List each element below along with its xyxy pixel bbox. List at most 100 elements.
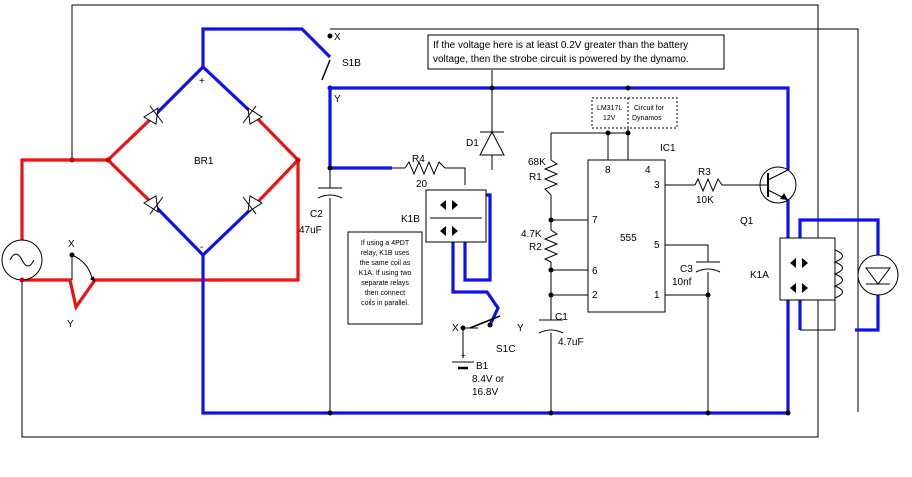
k1b-relay [425, 189, 487, 243]
b1-plus-label: + [461, 351, 466, 360]
s1b-y-label: Y [334, 94, 341, 105]
outer-wire-top [21, 4, 819, 438]
k1b-label: K1B [401, 214, 420, 225]
s1c-x-label: X [452, 323, 459, 334]
pin6-label: 6 [592, 266, 598, 277]
r4-label: R4 [412, 154, 425, 165]
r2-resistor [543, 229, 559, 263]
dynamo-note-line1: If the voltage here is at least 0.2V gre… [433, 40, 688, 51]
s1b-label: S1B [342, 58, 361, 69]
c1-capacitor [538, 319, 564, 334]
pin8-label: 8 [605, 165, 611, 176]
ac-input-wiring [20, 111, 300, 311]
ic1-555 [587, 159, 666, 313]
br1-blue-top [155, 64, 254, 115]
left-switch-x-label: X [68, 239, 75, 250]
sine-icon [9, 253, 35, 267]
b1-label: B1 [476, 361, 489, 372]
r3-value: 10K [696, 195, 714, 206]
relay-note-line4: K1A. If using two [359, 270, 412, 277]
k1a-label: K1A [750, 270, 769, 281]
br1-label: BR1 [194, 156, 214, 167]
pin3-label: 3 [654, 180, 660, 191]
pin4-label: 4 [645, 165, 651, 176]
r3-resistor [694, 177, 723, 193]
relay-note-line2: relay, K1B uses [361, 250, 410, 257]
r4-value: 20 [416, 179, 428, 190]
br1-minus-label: - [200, 242, 203, 253]
blue-k1b-wire2 [451, 232, 500, 326]
ac-source [1, 239, 43, 281]
dc-dynamo-wiring [155, 27, 880, 415]
dynamo-note: If the voltage here is at least 0.2V gre… [427, 34, 725, 70]
dynamo-note-line2: voltage, then the strobe circuit is powe… [433, 54, 689, 65]
s1b-x-label: X [334, 32, 341, 43]
br1-blue-bottom [155, 206, 254, 258]
dynamo-circuit-label2: Dynamos [632, 115, 662, 122]
br1-red-right [250, 111, 300, 210]
c1-label: C1 [555, 312, 568, 323]
r2-label: R2 [529, 242, 542, 253]
relay-note: If using a 4PDT relay, K1B uses the same… [347, 231, 423, 325]
b1-battery [452, 361, 474, 370]
q1-label: Q1 [740, 216, 754, 227]
lm317-label: LM317L [597, 105, 622, 112]
ic1-label: IC1 [660, 143, 676, 154]
c2-value: 47uF [299, 225, 322, 236]
k1a-coil-icon [833, 249, 843, 299]
red-wire-bottom [22, 160, 300, 311]
br1-bridge [19, 105, 301, 283]
red-wire-top [20, 158, 108, 240]
br1-red-left [106, 111, 159, 210]
relay-note-line5: separate relays [361, 280, 409, 287]
r1-value: 68K [528, 157, 546, 168]
left-switch-y-label: Y [67, 319, 74, 330]
b1-value-line1: 8.4V or [472, 374, 505, 385]
r1-resistor [543, 159, 559, 196]
r4-resistor [404, 160, 446, 176]
lm317-note: LM317L 12V Circuit for Dynamos [597, 105, 665, 122]
c2-capacitor [317, 187, 343, 199]
c3-value: 10nf [672, 277, 692, 288]
s1c-y-label: Y [517, 323, 524, 334]
relay-note-line6: then connect [365, 290, 405, 297]
lm317-boxes [591, 97, 678, 129]
c2-label: C2 [310, 209, 323, 220]
s1b-x-wire [330, 28, 859, 412]
s1c-label: S1C [496, 344, 515, 355]
ic-power [551, 128, 629, 160]
r4-wire [392, 167, 466, 185]
relay-note-line1: If using a 4PDT [361, 240, 410, 247]
pin7-label: 7 [592, 215, 598, 226]
timing-chain [550, 133, 588, 413]
component-labels: BR1 + - S1B X Y X Y D1 R4 20 K1B C2 47uF… [67, 32, 769, 398]
left-switch [69, 252, 95, 282]
ic-555-label: 555 [620, 233, 637, 244]
pin1-label: 1 [654, 290, 660, 301]
r1-label: R1 [529, 172, 542, 183]
blue-main-rail [330, 86, 790, 170]
s1c-switch [460, 315, 501, 331]
pin2-label: 2 [592, 290, 598, 301]
blue-k1a-output [798, 218, 880, 332]
r3-label: R3 [698, 167, 711, 178]
r2-value: 4.7K [521, 229, 542, 240]
q1-transistor [748, 166, 797, 204]
relay-note-line7: coils in parallel. [361, 300, 409, 307]
relay-note-line3: the same coil as [360, 260, 411, 267]
b1-value-line2: 16.8V [472, 387, 498, 398]
br1-plus-label: + [199, 76, 205, 87]
c1-value: 4.7uF [558, 337, 584, 348]
d1-diode [479, 130, 505, 156]
pin5-label: 5 [654, 240, 660, 251]
lm317-volt: 12V [603, 115, 616, 122]
c3-capacitor [695, 261, 721, 273]
c3-label: C3 [680, 264, 693, 275]
dynamo-circuit-label1: Circuit for [634, 105, 665, 112]
blue-plus-rail [201, 27, 332, 67]
d1-label: D1 [466, 138, 479, 149]
junction-dots [327, 85, 791, 416]
k1a-relay [779, 237, 899, 301]
s1b-switch [321, 33, 333, 91]
